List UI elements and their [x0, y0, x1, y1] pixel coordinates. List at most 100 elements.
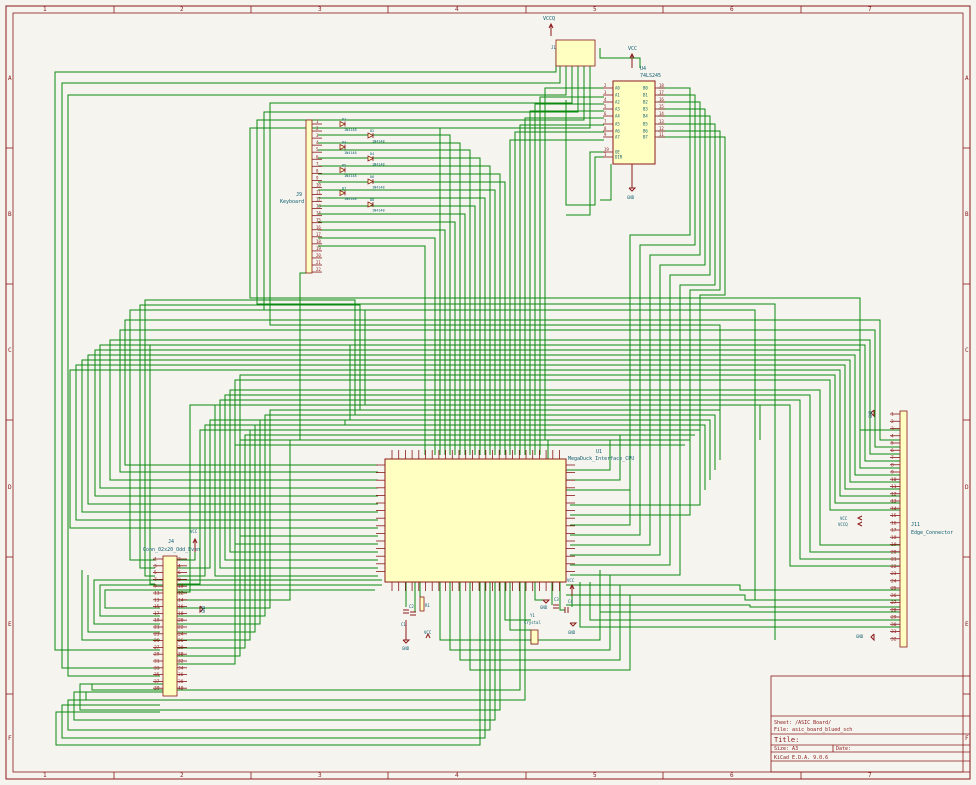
j4-pin-number: 14 — [178, 597, 184, 603]
c1-capacitor[interactable]: C1 — [401, 609, 409, 627]
y1-value: Crystal — [524, 620, 541, 625]
title-file: File: asic_board_blued_sch — [774, 727, 852, 733]
wire — [94, 349, 900, 497]
u4-pin-name: A1 — [615, 93, 620, 98]
j11-pin-number: 2 — [891, 419, 894, 425]
y1-crystal[interactable]: Y1 Crystal — [524, 613, 541, 645]
wire — [263, 48, 756, 600]
gnd-c4-symbol: GND — [568, 622, 578, 635]
wire — [599, 582, 900, 613]
j11-pin-number: 25 — [891, 586, 897, 592]
title-date: Date: — [836, 746, 851, 752]
wire-bundle — [54, 48, 900, 746]
frame-label-top: 4 — [455, 6, 459, 13]
wire — [55, 582, 481, 746]
frame-label-top: 6 — [730, 6, 734, 13]
u4-pin-number: 16 — [659, 97, 664, 102]
wire — [67, 48, 567, 677]
diode-ref: D6 — [370, 175, 374, 179]
j4-pin-number: 39 — [154, 686, 160, 692]
j4-pin-number: 7 — [154, 577, 157, 583]
j11-pin-number: 28 — [891, 607, 897, 613]
u4-buffer[interactable]: U4 74LS245 — [612, 66, 661, 165]
j11-pin-number: 26 — [891, 593, 897, 599]
c2-capacitor[interactable]: C2 — [409, 604, 416, 616]
diode-value: 1N4148 — [344, 151, 357, 155]
u4-pin-number: 8 — [604, 126, 607, 131]
wire — [318, 245, 426, 455]
y1-ref: Y1 — [530, 613, 535, 618]
j4-pin-number: 34 — [178, 665, 184, 671]
wire — [239, 374, 900, 537]
j11-edge-connector[interactable]: J11 Edge_Connector — [899, 410, 953, 648]
j4-pin-number: 4 — [178, 563, 181, 569]
jp-header[interactable]: J1 — [551, 39, 596, 67]
j4-pin-number: 29 — [154, 652, 160, 658]
j11-pin-number: 10 — [891, 477, 897, 483]
wire — [318, 237, 436, 455]
wire — [544, 87, 604, 459]
j11-pin-number: 29 — [891, 615, 897, 621]
j11-pin-number: 5 — [891, 441, 894, 447]
j9-pin-number: 3 — [316, 133, 319, 138]
gnd-edge-top-symbol: GND — [868, 409, 875, 418]
wire — [539, 96, 604, 455]
wire — [318, 134, 451, 455]
j11-pin-number: 24 — [891, 578, 897, 584]
vcc-crystal-symbol: VCC — [567, 578, 575, 596]
u4-pin-number: 11 — [659, 132, 664, 137]
u4-pin-name: B5 — [643, 122, 648, 127]
wire — [73, 582, 496, 721]
j9-pin-number: 8 — [316, 168, 319, 173]
j11-pin-number: 9 — [891, 470, 894, 476]
j9-pin-number: 19 — [316, 246, 321, 251]
wire — [99, 344, 900, 489]
j9-pin-number: 6 — [316, 154, 319, 159]
j4-pin-number: 16 — [178, 604, 184, 610]
j9-keyboard-connector[interactable]: J9 Keyboard — [280, 119, 313, 274]
wire — [318, 165, 491, 455]
u4-pin-number: 2 — [604, 83, 607, 88]
j4-pin-number: 15 — [154, 604, 160, 610]
c4-capacitor[interactable]: C4 — [564, 599, 573, 613]
diode-value: 1N4148 — [372, 140, 385, 144]
j11-pin-number: 15 — [891, 513, 897, 519]
j11-pin-number: 16 — [891, 520, 897, 526]
wire — [534, 103, 604, 455]
wire — [177, 434, 695, 649]
u4-pin-name: B2 — [643, 100, 648, 105]
wire — [459, 582, 621, 661]
wire — [69, 369, 900, 529]
u1-cpu[interactable]: U1 MegaDuck_Interface_CPU — [384, 449, 634, 583]
u4-pin-number: 18 — [659, 83, 664, 88]
j9-pin-number: 18 — [316, 239, 321, 244]
j11-pin-number: 22 — [891, 564, 897, 570]
u4-pin-name: A5 — [615, 122, 620, 127]
u4-pin-name: A6 — [615, 129, 620, 134]
wire — [129, 309, 366, 561]
wire — [559, 582, 565, 611]
c3-capacitor[interactable]: C3 — [553, 597, 559, 609]
j11-pin-number: 17 — [891, 528, 897, 534]
r1-ref: R1 — [425, 603, 430, 608]
j4-header[interactable]: J4 Conn_02x20_Odd_Even — [143, 539, 200, 697]
r1-resistor[interactable]: R1 — [419, 596, 430, 612]
diode-value: 1N4148 — [344, 128, 357, 132]
u4-pin-name: B1 — [643, 93, 648, 98]
j11-pin-number: 14 — [891, 506, 897, 512]
j11-pin-number: 21 — [891, 557, 897, 563]
j4-pin-number: 30 — [178, 652, 184, 658]
j4-pin-number: 28 — [178, 645, 184, 651]
frame-label-right: C — [965, 347, 969, 354]
u1-ref: U1 — [596, 449, 602, 455]
diode-value: 1N4148 — [344, 174, 357, 178]
